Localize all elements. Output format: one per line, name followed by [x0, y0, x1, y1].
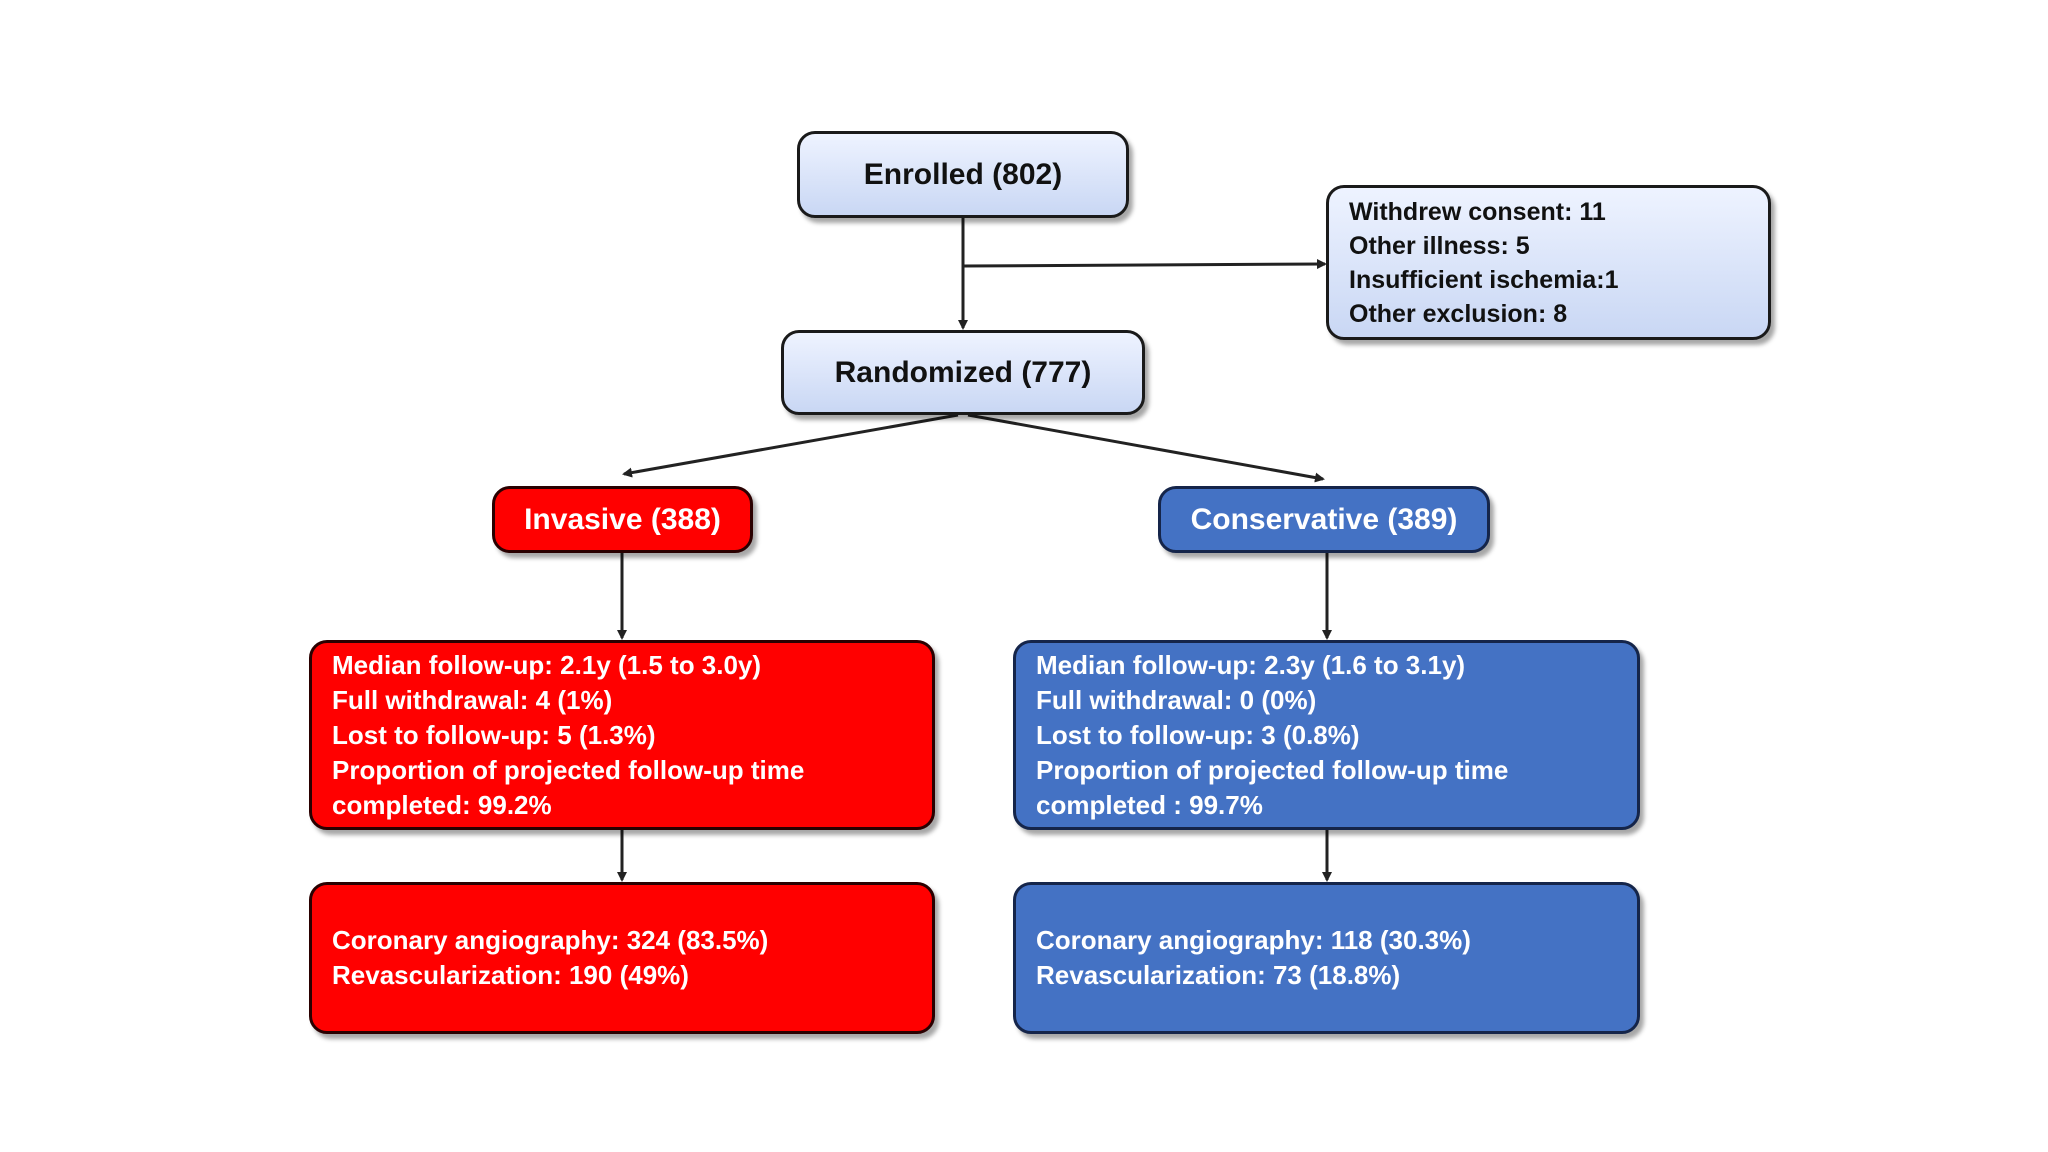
invasive-full-withdrawal: Full withdrawal: 4 (1%): [332, 684, 613, 715]
conservative-label: Conservative (389): [1190, 502, 1458, 536]
invasive-box: Invasive (388): [492, 486, 753, 553]
exclusions-box: Withdrew consent: 11 Other illness: 5 In…: [1326, 185, 1771, 340]
conservative-full-withdrawal: Full withdrawal: 0 (0%): [1036, 684, 1317, 715]
exclusion-withdrew-consent: Withdrew consent: 11: [1349, 197, 1606, 226]
exclusion-other-illness: Other illness: 5: [1349, 231, 1530, 260]
conservative-revascularization: Revascularization: 73 (18.8%): [1036, 960, 1401, 990]
arrow-to-exclusions: [962, 259, 1327, 270]
invasive-followup-box: Median follow-up: 2.1y (1.5 to 3.0y) Ful…: [309, 640, 935, 830]
enrolled-box: Enrolled (802): [797, 131, 1129, 218]
exclusion-other-exclusion: Other exclusion: 8: [1349, 299, 1568, 328]
conservative-box: Conservative (389): [1158, 486, 1490, 553]
invasive-outcomes-box: Coronary angiography: 324 (83.5%) Revasc…: [309, 882, 935, 1034]
conservative-median-followup: Median follow-up: 2.3y (1.6 to 3.1y): [1036, 649, 1466, 680]
conservative-proportion-completed: Proportion of projected follow-up time c…: [1036, 754, 1509, 820]
conservative-lost-to-followup: Lost to follow-up: 3 (0.8%): [1036, 719, 1360, 750]
invasive-proportion-completed: Proportion of projected follow-up time c…: [332, 754, 805, 820]
exclusion-insufficient-ischemia: Insufficient ischemia:1: [1349, 265, 1619, 294]
randomized-box: Randomized (777): [781, 330, 1145, 415]
conservative-coronary-angiography: Coronary angiography: 118 (30.3%): [1036, 925, 1471, 955]
conservative-outcomes-box: Coronary angiography: 118 (30.3%) Revasc…: [1013, 882, 1640, 1034]
invasive-label: Invasive (388): [524, 502, 721, 536]
conservative-followup-box: Median follow-up: 2.3y (1.6 to 3.1y) Ful…: [1013, 640, 1640, 830]
invasive-lost-to-followup: Lost to follow-up: 5 (1.3%): [332, 719, 656, 750]
randomized-label: Randomized (777): [834, 355, 1092, 389]
invasive-median-followup: Median follow-up: 2.1y (1.5 to 3.0y): [332, 649, 762, 680]
arrow-randomized-to-conservative: [967, 413, 1325, 483]
invasive-coronary-angiography: Coronary angiography: 324 (83.5%): [332, 925, 769, 955]
arrow-randomized-to-invasive: [622, 413, 959, 478]
enrolled-label: Enrolled (802): [863, 157, 1063, 191]
invasive-revascularization: Revascularization: 190 (49%): [332, 960, 689, 990]
